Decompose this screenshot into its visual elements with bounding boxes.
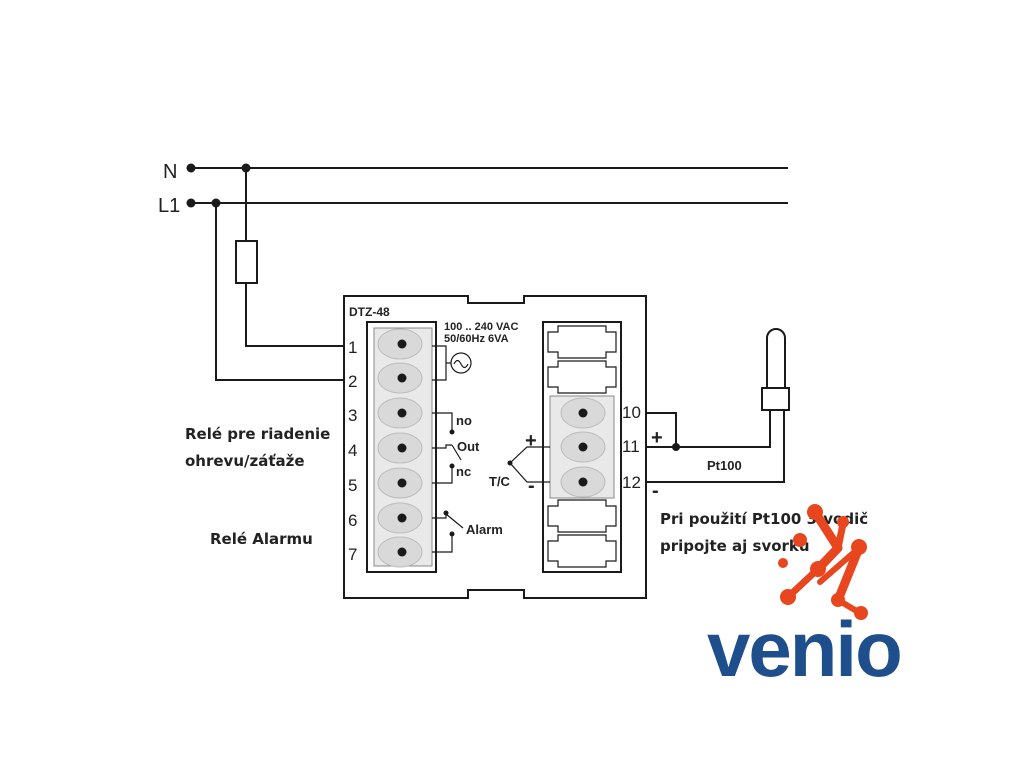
left-terminal-block bbox=[366, 321, 437, 573]
tc-plus-sign: + bbox=[525, 430, 537, 452]
terminal-number: 11 bbox=[622, 437, 640, 456]
relay-out-label: Out bbox=[457, 439, 480, 454]
fuse bbox=[235, 240, 258, 284]
right-terminal-slots bbox=[547, 325, 617, 568]
terminal-number: 4 bbox=[348, 441, 357, 460]
ac-source-icon bbox=[450, 352, 472, 374]
terminal-number: 10 bbox=[622, 403, 641, 422]
relay-no-label: no bbox=[456, 413, 472, 428]
supply-wire bbox=[432, 345, 447, 381]
terminal-number: 3 bbox=[348, 406, 357, 425]
terminal-11-wire bbox=[646, 410, 771, 448]
terminal-number: 12 bbox=[622, 473, 641, 492]
logo-wordmark: venio bbox=[707, 605, 901, 693]
sensor-minus-sign: - bbox=[652, 480, 659, 502]
left-terminal-screws bbox=[377, 328, 423, 568]
tc-label: T/C bbox=[489, 474, 511, 489]
pt100-note: Pri použití Pt100 3-vodič bbox=[660, 510, 868, 528]
sine-wave-icon bbox=[453, 359, 469, 369]
pt100-note: pripojte aj svorku bbox=[660, 537, 810, 555]
device-housing bbox=[343, 295, 647, 599]
alarm-label: Alarm bbox=[466, 522, 503, 537]
supply-frequency: 50/60Hz 6VA bbox=[444, 333, 509, 345]
terminal-number: 2 bbox=[348, 372, 357, 391]
l1-line-label: L1 bbox=[158, 195, 180, 217]
n-line-label: N bbox=[163, 161, 177, 183]
supply-voltage: 100 .. 240 VAC bbox=[444, 321, 518, 333]
terminal-number: 1 bbox=[348, 338, 357, 357]
relay-out-wiring bbox=[432, 412, 453, 430]
terminal-number: 7 bbox=[348, 545, 357, 564]
alarm-relay-contact bbox=[445, 513, 464, 529]
logo-molecule-icon bbox=[778, 504, 868, 620]
fuse-to-terminal-1-wire bbox=[245, 283, 344, 347]
relay-out-contact bbox=[451, 444, 462, 461]
l1-terminal-dot bbox=[186, 198, 196, 208]
pt100-probe bbox=[766, 328, 786, 388]
terminal-12-wire bbox=[646, 410, 785, 483]
relay-heating-note: ohrevu/záťaže bbox=[185, 452, 305, 470]
device-model: DTZ-48 bbox=[349, 305, 390, 319]
right-terminal-screws bbox=[560, 397, 606, 498]
terminal-number: 5 bbox=[348, 476, 357, 495]
venio-logo: venio bbox=[707, 504, 903, 693]
relay-alarm-note: Relé Alarmu bbox=[210, 530, 313, 548]
tc-minus-sign: - bbox=[528, 475, 535, 497]
pt100-label: Pt100 bbox=[707, 458, 742, 473]
l1-to-terminal-2-wire bbox=[215, 203, 344, 381]
terminal-10-wire bbox=[646, 412, 677, 447]
sensor-plus-sign: + bbox=[651, 427, 663, 449]
pt100-probe-connector bbox=[761, 387, 790, 411]
n-terminal-dot bbox=[186, 163, 196, 173]
relay-nc-label: nc bbox=[456, 464, 471, 479]
terminal-number: 6 bbox=[348, 511, 357, 530]
relay-heating-note: Relé pre riadenie bbox=[185, 425, 330, 443]
